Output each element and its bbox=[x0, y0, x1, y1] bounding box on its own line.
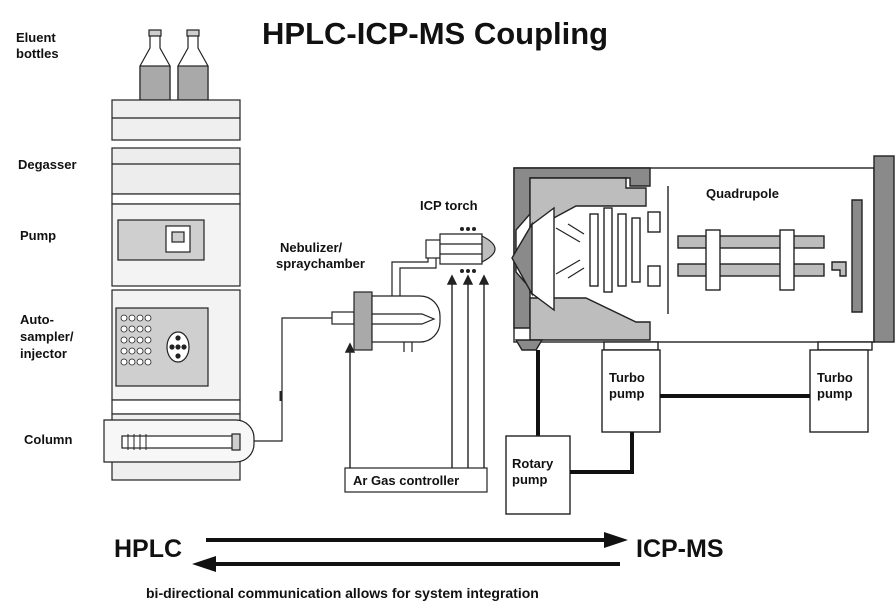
ar-gas-lines bbox=[344, 274, 490, 468]
nebulizer-spraychamber bbox=[331, 246, 441, 352]
label-rotary-pump-2: pump bbox=[512, 472, 547, 487]
label-hplc: HPLC bbox=[114, 535, 182, 563]
label-eluent-bottles-2: bottles bbox=[16, 46, 59, 61]
label-eluent-bottles: Eluent bbox=[16, 30, 56, 45]
icp-torch bbox=[425, 227, 496, 273]
solvent-tray bbox=[111, 99, 241, 141]
rotary-turbo-line bbox=[570, 432, 634, 474]
label-icp-ms: ICP-MS bbox=[636, 535, 724, 563]
communication-caption: bi-directional communication allows for … bbox=[146, 585, 539, 601]
diagram-title: HPLC-ICP-MS Coupling bbox=[262, 16, 608, 51]
label-column: Column bbox=[24, 432, 72, 447]
transfer-line bbox=[254, 317, 332, 442]
label-quadrupole: Quadrupole bbox=[706, 186, 779, 201]
label-turbo-pump-b-1: Turbo bbox=[817, 370, 853, 385]
rotary-pump bbox=[505, 435, 571, 515]
hplc-stack bbox=[103, 29, 255, 481]
ar-gas-controller-box bbox=[344, 467, 488, 493]
label-pump: Pump bbox=[20, 228, 56, 243]
hplc-labels: Eluent bottles Degasser Pump Auto- sampl… bbox=[16, 30, 77, 447]
turbo-pump-a bbox=[601, 349, 661, 433]
label-turbo-pump-b-2: pump bbox=[817, 386, 852, 401]
label-nebulizer-1: Nebulizer/ bbox=[280, 240, 343, 255]
label-autosampler-2: sampler/ bbox=[20, 329, 74, 344]
bidirectional-arrows bbox=[192, 532, 628, 572]
label-autosampler-1: Auto- bbox=[20, 312, 54, 327]
label-turbo-pump-a-2: pump bbox=[609, 386, 644, 401]
degasser-module bbox=[111, 147, 241, 195]
label-degasser: Degasser bbox=[18, 157, 77, 172]
label-nebulizer-2: spraychamber bbox=[276, 256, 365, 271]
turbo-pump-b bbox=[809, 349, 869, 433]
label-icp-torch: ICP torch bbox=[420, 198, 478, 213]
label-autosampler-3: injector bbox=[20, 346, 67, 361]
hplc-column bbox=[121, 435, 237, 449]
label-turbo-pump-a-1: Turbo bbox=[609, 370, 645, 385]
eluent-bottles bbox=[139, 29, 209, 101]
label-ar-gas-controller: Ar Gas controller bbox=[353, 473, 459, 488]
ms-housing bbox=[511, 155, 895, 351]
label-rotary-pump-1: Rotary bbox=[512, 456, 554, 471]
